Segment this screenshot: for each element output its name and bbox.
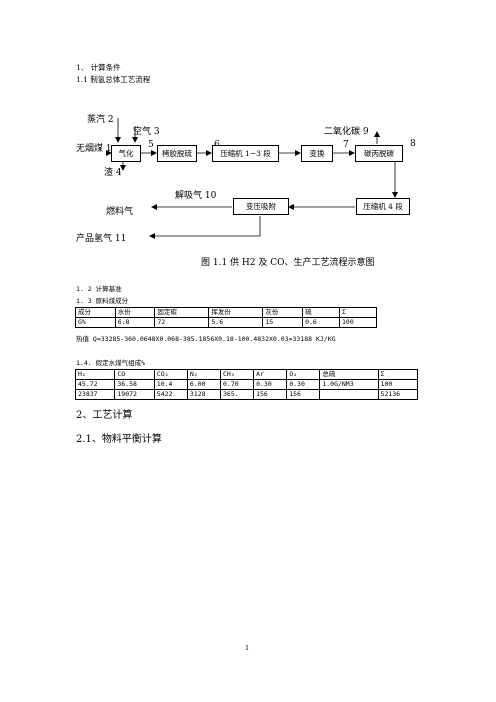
label-co2-out: 二氧化碳 9 <box>324 127 369 137</box>
table-row: G% 6.8 72 5.6 15 0.6 100 <box>75 317 377 328</box>
table-row: 45.72 36.58 10.4 6.00 0.70 0.30 0.30 1.0… <box>74 379 419 390</box>
box-gasification: 气化 <box>111 145 141 162</box>
figure-caption: 图 1.1 供 H2 及 CO、生产工艺流程示意图 <box>201 258 375 268</box>
label-air: 空气 3 <box>133 127 160 137</box>
table-cell: Σ <box>339 307 377 318</box>
stream-number-8: 8 <box>410 139 416 149</box>
table-cell: 0.6 <box>302 317 341 328</box>
table-cell: 总硫 <box>319 369 379 380</box>
table-cell: 1.0G/NM3 <box>319 379 379 390</box>
table-cell: CO <box>114 369 155 380</box>
table-cell: CH₄ <box>219 369 255 380</box>
stream-number-5: 5 <box>148 140 154 150</box>
table-cell: 156 <box>286 389 321 400</box>
table-cell: 3128 <box>186 389 222 400</box>
table-header-row: H₂ CO CO₂ N₂ CH₄ Ar O₂ 总硫 Σ <box>74 369 419 380</box>
table-cell: 10.4 <box>153 379 188 390</box>
table-cell: 36.58 <box>114 379 155 390</box>
box-compressor-1-3: 压缩机 1~3 段 <box>212 145 279 162</box>
heading-water-gas-composition: 1.4. 假定水煤气组成% <box>76 359 145 367</box>
table-cell: 6.00 <box>186 379 222 390</box>
table-cell: O₂ <box>286 369 321 380</box>
table-cell: 成分 <box>75 307 116 318</box>
table-cell: 固定碳 <box>154 307 210 318</box>
table-cell: 挥发份 <box>208 307 264 318</box>
table-cell: 100 <box>377 379 419 390</box>
table-cell: Σ <box>377 369 419 380</box>
table-row: 23837 19072 5422 3128 365. 156 156 52136 <box>74 389 419 400</box>
label-coal: 无烟煤 1 <box>76 144 112 154</box>
table-cell: 19072 <box>114 389 155 400</box>
table-cell: 5422 <box>153 389 188 400</box>
page-number: 1 <box>245 644 250 652</box>
table-cell: 6.8 <box>114 317 156 328</box>
coal-composition-table: 成分 水份 固定碳 挥发份 灰份 硫 Σ G% 6.8 72 5.6 15 0.… <box>75 307 377 328</box>
table-cell: H₂ <box>74 369 116 380</box>
heading-mass-balance: 2.1、物料平衡计算 <box>76 434 162 445</box>
table-cell: 72 <box>154 317 210 328</box>
box-compressor-4: 压缩机 4 段 <box>356 198 410 215</box>
table-cell: 15 <box>262 317 304 328</box>
table-cell: N₂ <box>186 369 222 380</box>
heat-value-formula: 热值 Q=33285-360.0648X0.068-385.1856X0.18-… <box>76 335 336 343</box>
table-cell: 23837 <box>74 389 116 400</box>
water-gas-composition-table: H₂ CO CO₂ N₂ CH₄ Ar O₂ 总硫 Σ 45.72 36.58 … <box>74 369 419 400</box>
label-desorb-gas: 解吸气 10 <box>175 191 217 201</box>
table-cell: 灰份 <box>262 307 304 318</box>
table-cell: 0.30 <box>253 379 288 390</box>
table-cell: 45.72 <box>74 379 116 390</box>
stream-number-7: 7 <box>343 140 349 150</box>
table-cell: CO₂ <box>153 369 188 380</box>
table-cell: 156 <box>253 389 288 400</box>
table-cell: 水份 <box>114 307 156 318</box>
heading-coal-composition: 1. 3 原料煤成分 <box>76 297 129 305</box>
box-decarbonization: 碳丙脱碳 <box>355 145 403 162</box>
table-cell: 365. <box>219 389 255 400</box>
table-cell <box>319 389 379 400</box>
table-cell: 0.70 <box>219 379 255 390</box>
label-steam: 蒸汽 2 <box>87 115 114 125</box>
box-psa: 变压吸附 <box>233 198 289 215</box>
table-cell: Ar <box>253 369 288 380</box>
table-cell: G% <box>75 317 116 328</box>
heading-calc-basis: 1. 2 计算基准 <box>76 285 122 293</box>
label-fuel-gas: 燃料气 <box>106 207 134 217</box>
table-cell: 5.6 <box>208 317 264 328</box>
table-cell: 100 <box>339 317 377 328</box>
box-desulfurization: 栲胶脱硫 <box>157 145 197 162</box>
heading-calc-conditions: 1、 计算条件 <box>76 63 121 72</box>
table-header-row: 成分 水份 固定碳 挥发份 灰份 硫 Σ <box>75 307 377 318</box>
label-product-hydrogen: 产品氢气 11 <box>76 234 127 244</box>
table-cell: 硫 <box>302 307 341 318</box>
heading-process-flow: 1.1 制氢总体工艺流程 <box>76 75 151 84</box>
heading-process-calc: 2、工艺计算 <box>76 410 133 421</box>
table-cell: 52136 <box>377 389 419 400</box>
label-slag: 渣 4 <box>104 168 122 178</box>
table-cell: 0.30 <box>286 379 321 390</box>
box-shift: 变换 <box>301 145 333 162</box>
